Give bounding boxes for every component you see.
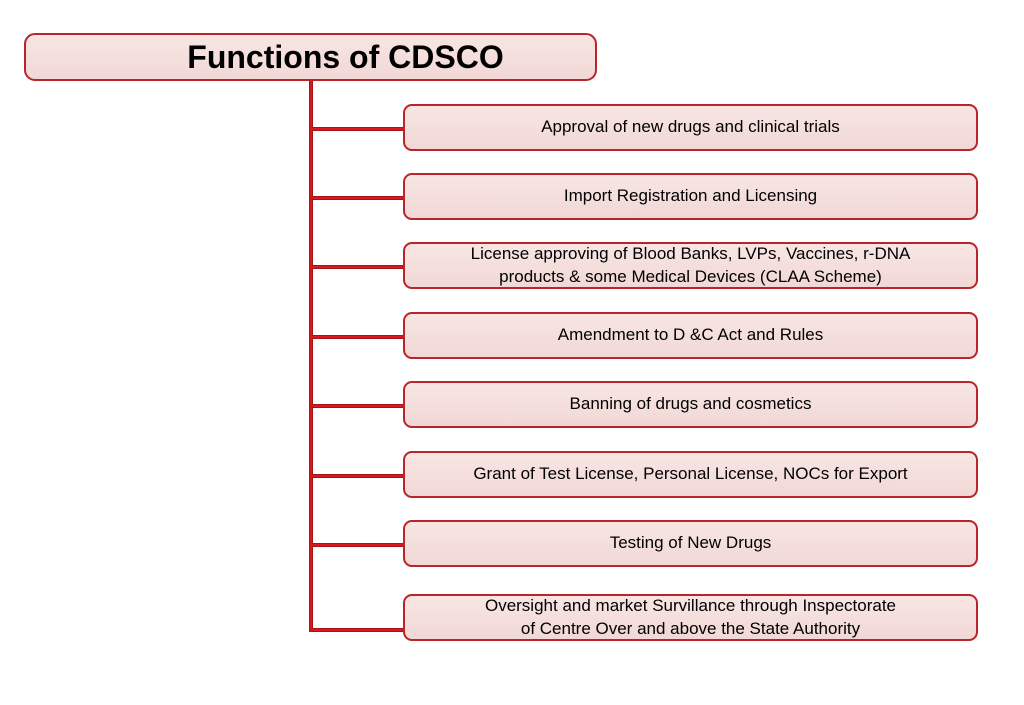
function-node-label: Banning of drugs and cosmetics	[560, 393, 822, 416]
branch-connector	[311, 628, 404, 632]
branch-connector	[311, 474, 404, 478]
branch-connector	[311, 265, 404, 269]
function-node[interactable]: Approval of new drugs and clinical trial…	[403, 104, 978, 151]
function-node[interactable]: License approving of Blood Banks, LVPs, …	[403, 242, 978, 289]
branch-connector	[311, 404, 404, 408]
function-node[interactable]: Amendment to D &C Act and Rules	[403, 312, 978, 359]
function-node-line: Import Registration and Licensing	[563, 186, 818, 206]
function-node-line: Grant of Test License, Personal License,…	[473, 464, 908, 484]
function-node[interactable]: Grant of Test License, Personal License,…	[403, 451, 978, 498]
diagram-title-label: Functions of CDSCO	[187, 38, 504, 75]
function-node-line: Testing of New Drugs	[609, 533, 772, 553]
branch-connector	[311, 196, 404, 200]
diagram-title-node[interactable]: Functions of CDSCO	[24, 33, 597, 81]
trunk-connector-line	[309, 80, 313, 632]
function-node[interactable]: Oversight and market Survillance through…	[403, 594, 978, 641]
branch-connector	[311, 127, 404, 131]
function-node-line: License approving of Blood Banks, LVPs, …	[470, 243, 911, 263]
function-node[interactable]: Testing of New Drugs	[403, 520, 978, 567]
function-node-label: Grant of Test License, Personal License,…	[463, 463, 917, 486]
function-node-label: Approval of new drugs and clinical trial…	[531, 116, 850, 139]
function-node-label: Amendment to D &C Act and Rules	[548, 324, 834, 347]
function-node-line: products & some Medical Devices (CLAA Sc…	[499, 266, 882, 286]
function-node[interactable]: Import Registration and Licensing	[403, 173, 978, 220]
function-node[interactable]: Banning of drugs and cosmetics	[403, 381, 978, 428]
function-node-line: Banning of drugs and cosmetics	[569, 394, 812, 414]
function-node-label: Import Registration and Licensing	[554, 185, 827, 208]
function-node-label: Oversight and market Survillance through…	[475, 595, 906, 641]
function-node-label: Testing of New Drugs	[600, 532, 782, 555]
function-node-line: of Centre Over and above the State Autho…	[520, 618, 861, 638]
function-node-line: Amendment to D &C Act and Rules	[557, 325, 824, 345]
function-node-line: Approval of new drugs and clinical trial…	[541, 117, 840, 137]
branch-connector	[311, 543, 404, 547]
function-node-label: License approving of Blood Banks, LVPs, …	[461, 243, 921, 289]
function-node-line: Oversight and market Survillance through…	[484, 595, 897, 615]
branch-connector	[311, 335, 404, 339]
